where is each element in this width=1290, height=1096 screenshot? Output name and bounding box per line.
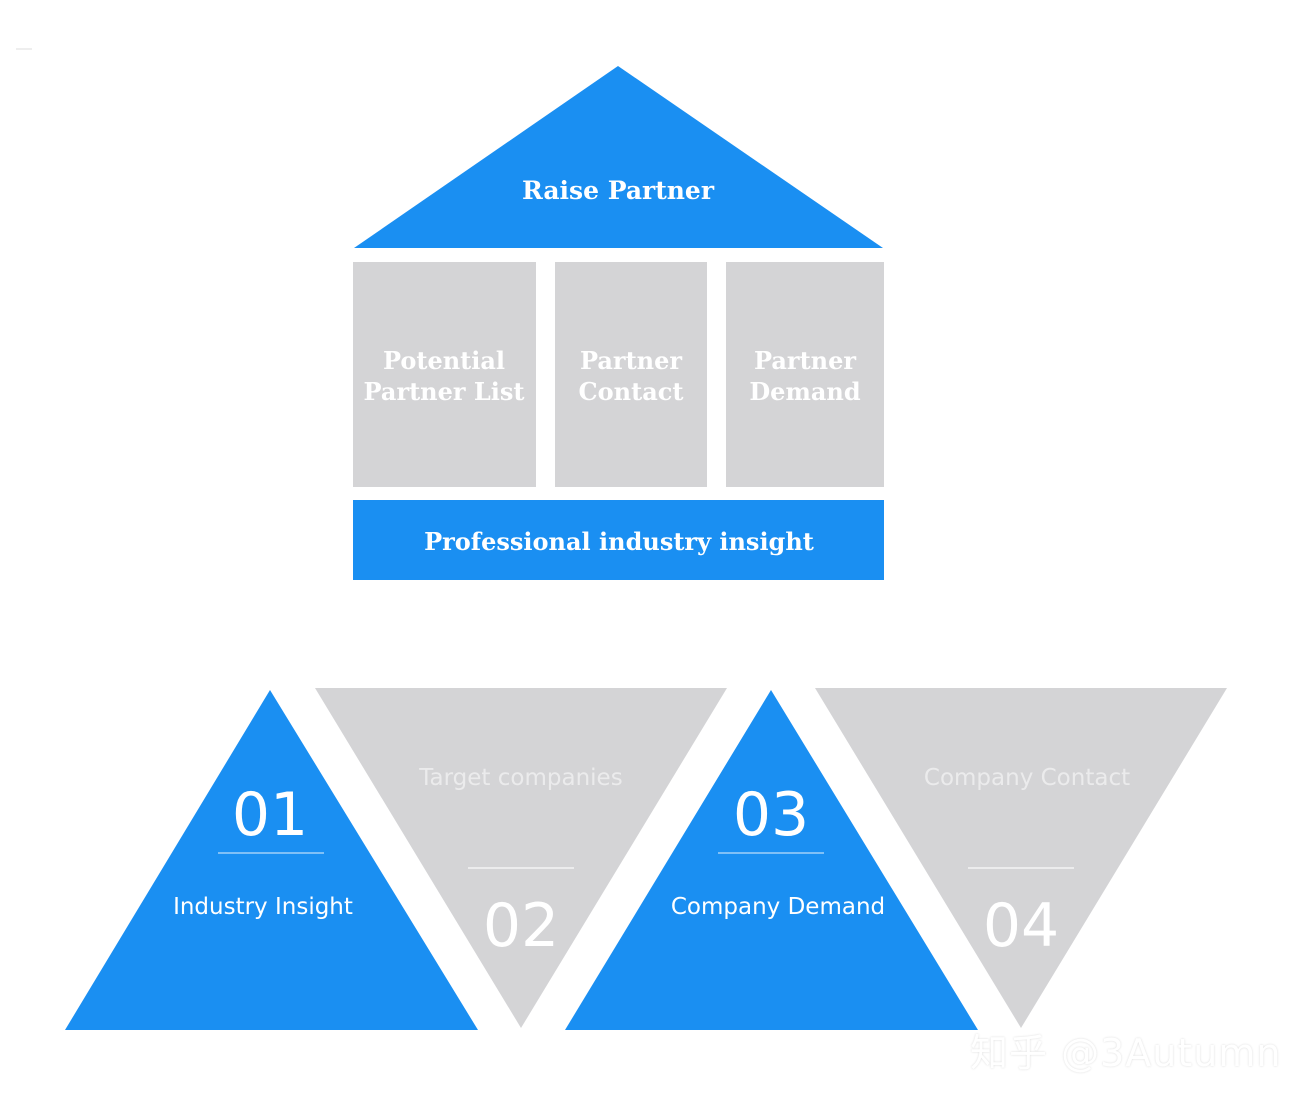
steps-diagram: 01 Industry Insight Target companies 02 … — [65, 688, 1227, 1030]
pillar-1 — [353, 262, 536, 487]
step-02-triangle — [315, 688, 727, 1028]
step-04-triangle — [815, 688, 1227, 1028]
step-03-number: 03 — [733, 780, 809, 850]
pillar-3-label-line2: Demand — [749, 377, 860, 406]
watermark-text: 知乎 @3Autumn — [970, 1031, 1282, 1075]
pillar-2 — [555, 262, 707, 487]
pillar-3 — [726, 262, 884, 487]
step-01-triangle — [65, 690, 478, 1030]
pillar-1-label-line1: Potential — [383, 346, 505, 375]
house-diagram: Raise Partner Potential Partner List Par… — [353, 66, 884, 580]
foundation-bar — [353, 500, 884, 580]
roof-label: Raise Partner — [522, 176, 715, 205]
pillar-3-label-line1: Partner — [754, 346, 856, 375]
corner-mark — [16, 48, 32, 50]
step-02-number: 02 — [483, 891, 559, 961]
step-04-number: 04 — [983, 891, 1059, 961]
roof-triangle — [354, 66, 883, 248]
step-03-triangle — [565, 690, 978, 1030]
step-01-number: 01 — [232, 780, 308, 850]
step-03-label: Company Demand — [671, 894, 885, 920]
pillar-2-label-line2: Contact — [579, 377, 684, 406]
foundation-label: Professional industry insight — [424, 527, 814, 556]
step-02-label: Target companies — [418, 765, 622, 791]
pillar-2-label-line1: Partner — [580, 346, 682, 375]
pillar-1-label-line2: Partner List — [364, 377, 525, 406]
step-01-label: Industry Insight — [173, 894, 353, 920]
step-04-label: Company Contact — [924, 765, 1130, 791]
